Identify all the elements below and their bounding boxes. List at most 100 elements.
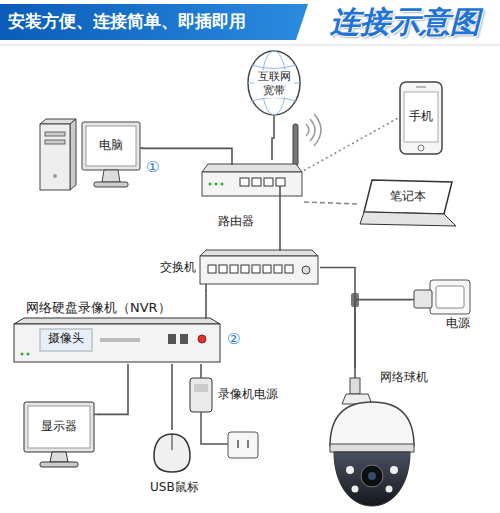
phone-icon-part xyxy=(416,87,426,88)
globe-icon-part xyxy=(248,51,300,115)
nvr-icon xyxy=(14,300,220,362)
usb-mouse: USB鼠标 xyxy=(146,430,206,500)
node-label: 笔记本 xyxy=(390,189,426,204)
dome-camera-icon-part xyxy=(350,378,360,394)
switch-icon-part xyxy=(200,256,318,284)
node-label: 电源 xyxy=(446,316,470,331)
monitor-icon xyxy=(24,402,99,467)
monitor-icon-part xyxy=(28,406,90,448)
callout-number: ① xyxy=(146,158,159,177)
laptop-device: 笔记本 xyxy=(358,178,458,230)
nvr-icon-part xyxy=(180,334,188,344)
power-adapter-icon-part xyxy=(201,412,228,444)
switch-icon-part xyxy=(230,265,238,273)
power-adapter-icon-part xyxy=(228,432,258,458)
router-icon-part xyxy=(215,183,218,186)
power-adapter-icon-part xyxy=(237,440,239,448)
router-icon-part xyxy=(293,124,298,166)
computer-icon xyxy=(40,119,143,190)
computer-icon-part xyxy=(86,126,136,166)
network-cable xyxy=(272,116,274,160)
node-label: 网络球机 xyxy=(380,370,428,385)
phone-icon-part xyxy=(400,82,442,154)
header-band-part xyxy=(0,45,500,46)
dome-camera-icon-part xyxy=(354,368,356,378)
diagram-title: 连接示意图 xyxy=(330,3,480,41)
node-label: 网络硬盘录像机（NVR） xyxy=(26,300,171,316)
mouse-icon-part xyxy=(154,434,190,472)
network-cable xyxy=(171,364,173,430)
network-cable xyxy=(355,300,410,368)
wall-socket-icon xyxy=(409,280,470,314)
node-label: USB鼠标 xyxy=(150,480,199,495)
router-icon-part xyxy=(209,183,212,186)
node-label: 摄像头 xyxy=(48,331,84,346)
router-device: 路由器 xyxy=(200,160,304,230)
nvr-icon-part xyxy=(27,353,30,356)
slogan-banner: 安装方便、连接简单、即插即用 xyxy=(8,11,246,32)
dome-camera-icon-part xyxy=(390,466,398,474)
node-label: 路由器 xyxy=(218,214,254,229)
router-icon-part xyxy=(202,172,302,196)
monitor-icon-part xyxy=(50,452,68,462)
recorder-power-adapter: 录像机电源 xyxy=(186,378,286,422)
switch-icon-part xyxy=(285,265,293,273)
nvr-icon-part xyxy=(168,334,176,344)
dome-camera-icon-part xyxy=(334,452,410,506)
switch-icon-part xyxy=(302,266,310,274)
nvr-icon-part xyxy=(198,335,206,343)
computer-icon-part xyxy=(40,124,70,190)
router-icon-part xyxy=(306,114,321,146)
computer-device: 电脑 xyxy=(38,118,142,194)
computer-icon-part xyxy=(94,182,128,187)
nvr-icon-part xyxy=(100,338,140,342)
phone-icon xyxy=(400,82,442,154)
network-cable xyxy=(98,364,128,414)
router-icon-part xyxy=(264,178,273,186)
switch-icon-part xyxy=(274,265,282,273)
dome-camera-icon-part xyxy=(346,466,354,474)
dome-camera-icon-part xyxy=(330,402,414,446)
router-icon-part xyxy=(202,164,302,172)
mouse-icon xyxy=(154,434,190,472)
ptz-dome-camera: 网络球机 xyxy=(316,368,430,510)
network-cable xyxy=(200,364,202,378)
node-label: 电脑 xyxy=(99,138,123,153)
globe-icon xyxy=(248,51,300,115)
computer-icon-part xyxy=(102,170,120,182)
phone-icon-part xyxy=(418,145,424,151)
power-socket: 电源 xyxy=(410,278,474,332)
mouse-icon-part xyxy=(172,434,173,450)
phone-icon-part xyxy=(404,92,438,142)
switch-icon xyxy=(200,245,318,291)
computer-icon-part xyxy=(82,122,140,170)
switch-icon-part xyxy=(252,265,260,273)
internet-globe: 互联网 宽带 xyxy=(246,50,302,116)
nvr-icon-part xyxy=(40,329,92,351)
laptop-icon xyxy=(360,180,456,226)
monitor-icon-part xyxy=(40,462,78,467)
switch-icon-part xyxy=(219,265,227,273)
monitor-icon-part xyxy=(24,402,94,452)
dome-camera-icon-part xyxy=(361,465,383,487)
network-cable xyxy=(320,268,355,369)
switch-icon-part xyxy=(241,265,249,273)
nvr-recorder: 网络硬盘录像机（NVR） 摄像头 xyxy=(12,300,224,364)
switch-icon-part xyxy=(200,250,318,256)
switch-icon-part xyxy=(279,245,281,251)
switch-icon-part xyxy=(208,265,216,273)
wall-socket-icon-part xyxy=(436,286,464,308)
computer-icon-part xyxy=(45,132,65,136)
wall-socket-icon-part xyxy=(430,280,470,314)
dome-camera-icon-part xyxy=(330,444,414,452)
dome-camera-icon-part xyxy=(352,486,359,493)
network-cable xyxy=(279,230,281,245)
computer-icon-part xyxy=(70,119,76,190)
dome-camera-icon-part xyxy=(368,472,376,480)
power-adapter-icon-part xyxy=(190,378,212,412)
switch-device: 交换机 xyxy=(158,245,320,290)
node-label: 交换机 xyxy=(160,260,196,275)
node-label: 显示器 xyxy=(41,419,77,434)
